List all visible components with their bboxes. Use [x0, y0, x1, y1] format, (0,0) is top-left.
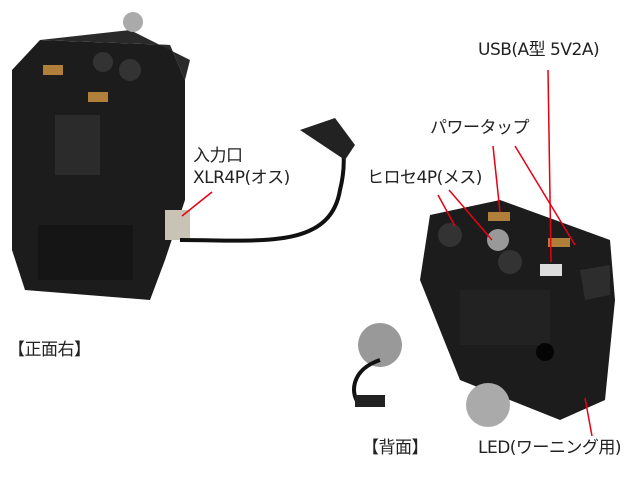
- front-right-caption: 【正面右】: [8, 340, 91, 360]
- front-device: [12, 12, 355, 300]
- input-label: 入力口: [193, 146, 243, 166]
- leader-lines: [181, 69, 593, 437]
- back-caption: 【背面】: [362, 438, 429, 458]
- power-tap-label: パワータップ: [430, 118, 530, 138]
- back-device: [352, 200, 615, 427]
- usb-label: USB(A型 5V2A): [478, 40, 600, 60]
- xlr-label: XLR4P(オス): [193, 168, 290, 188]
- hirose-label: ヒロセ4P(メス): [367, 168, 482, 188]
- led-label: LED(ワーニング用): [478, 438, 622, 458]
